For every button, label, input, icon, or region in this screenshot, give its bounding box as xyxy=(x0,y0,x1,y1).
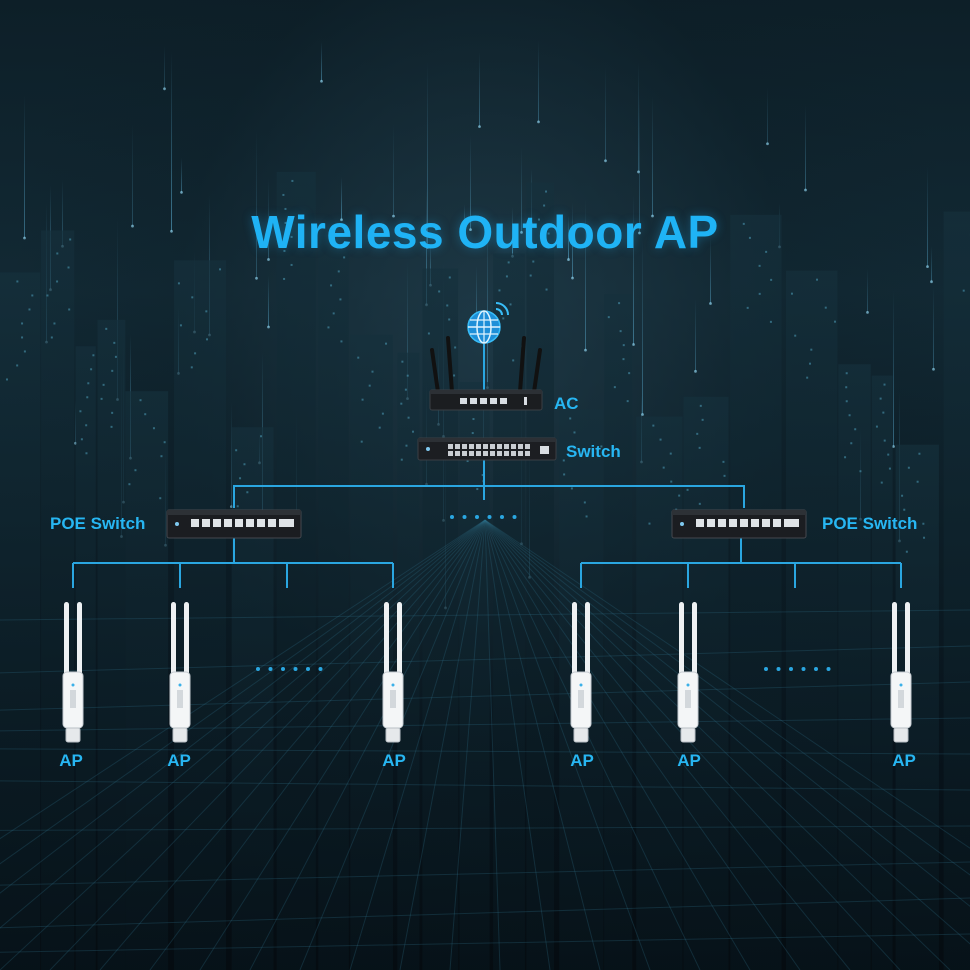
ap-label: AP xyxy=(892,751,916,770)
outdoor-ap-icon xyxy=(382,602,404,743)
ac-router-icon xyxy=(429,336,543,411)
ap-label: AP xyxy=(59,751,83,770)
outdoor-ap-icon xyxy=(890,602,912,743)
outdoor-ap-icon xyxy=(570,602,592,743)
ap-label: AP xyxy=(382,751,406,770)
ap-label: AP xyxy=(570,751,594,770)
core-switch-icon xyxy=(417,437,557,461)
poe-switch-left-label: POE Switch xyxy=(50,514,146,533)
outdoor-ap-icon xyxy=(169,602,191,743)
poe-switch-right-icon xyxy=(671,509,807,539)
page-title: Wireless Outdoor AP xyxy=(251,206,719,258)
poe-switch-right-label: POE Switch xyxy=(822,514,918,533)
ap-label: AP xyxy=(167,751,191,770)
connector-lines xyxy=(72,344,902,588)
poe-switch-left-icon xyxy=(166,509,302,539)
outdoor-ap-icon xyxy=(677,602,699,743)
globe-wifi-icon xyxy=(467,302,509,344)
ellipsis-icon xyxy=(256,515,831,671)
ac-label: AC xyxy=(554,394,579,413)
switch-label: Switch xyxy=(566,442,621,461)
ap-label: AP xyxy=(677,751,701,770)
outdoor-ap-icon xyxy=(62,602,84,743)
